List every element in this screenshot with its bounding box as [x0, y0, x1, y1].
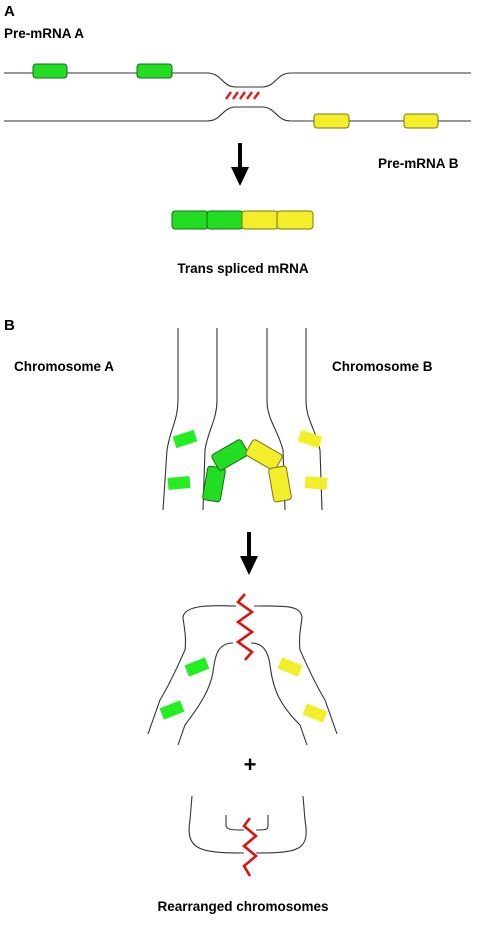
hairpin-exon-green-1	[202, 465, 226, 503]
break-zigzag-2	[241, 817, 259, 877]
rearranged-marker-yellow-1	[277, 657, 303, 677]
plus-sign: +	[244, 752, 257, 777]
pre-mrna-a-exon-1	[32, 63, 68, 79]
spliced-exon-yellow-2	[276, 210, 314, 230]
pre-mrna-a-strand	[4, 72, 471, 88]
pre-mrna-a-label: Pre-mRNA A	[4, 26, 84, 41]
arrow-down-icon	[240, 532, 258, 575]
chromosome-b-label: Chromosome B	[332, 359, 433, 374]
hairpin-exon-yellow-2	[268, 465, 292, 503]
chromosome-b-marker-2	[304, 476, 328, 490]
trans-spliced-hairpin	[202, 439, 292, 503]
trans-spliced-label: Trans spliced mRNA	[177, 261, 309, 276]
spliced-exon-green-2	[206, 210, 244, 230]
splice-site-hatch	[224, 91, 261, 100]
pre-mrna-b-exon-1	[313, 113, 350, 129]
chromosome-a-marker-2	[167, 476, 191, 490]
pre-mrna-b-exon-2	[403, 113, 439, 129]
chromosome-b	[266, 328, 323, 511]
pre-mrna-b-strand	[4, 106, 471, 122]
hairpin-exon-yellow-1	[245, 439, 283, 471]
spliced-exon-yellow-1	[241, 210, 279, 230]
panel-b-letter: B	[4, 317, 15, 334]
trans-spliced-mrna	[171, 210, 314, 230]
rearranged-label: Rearranged chromosomes	[157, 899, 328, 914]
chromosome-a	[162, 328, 218, 511]
rearranged-chromosome-2	[188, 795, 307, 877]
arrow-down-icon	[231, 143, 249, 186]
pre-mrna-a-exon-2	[136, 63, 173, 79]
chromosome-a-marker-1	[172, 429, 198, 449]
rearranged-marker-green-2	[159, 700, 185, 720]
chromosome-a-label: Chromosome A	[14, 359, 114, 374]
rearranged-marker-green-1	[184, 657, 210, 677]
pre-mrna-b-label: Pre-mRNA B	[378, 156, 459, 171]
panel-a-letter: A	[4, 3, 15, 20]
rearranged-chromosome-1	[147, 593, 338, 746]
break-zigzag-1	[235, 593, 255, 661]
hairpin-exon-green-2	[211, 439, 249, 471]
spliced-exon-green-1	[171, 210, 209, 230]
chromosome-b-marker-1	[297, 429, 323, 449]
rearranged-marker-yellow-2	[302, 703, 328, 723]
